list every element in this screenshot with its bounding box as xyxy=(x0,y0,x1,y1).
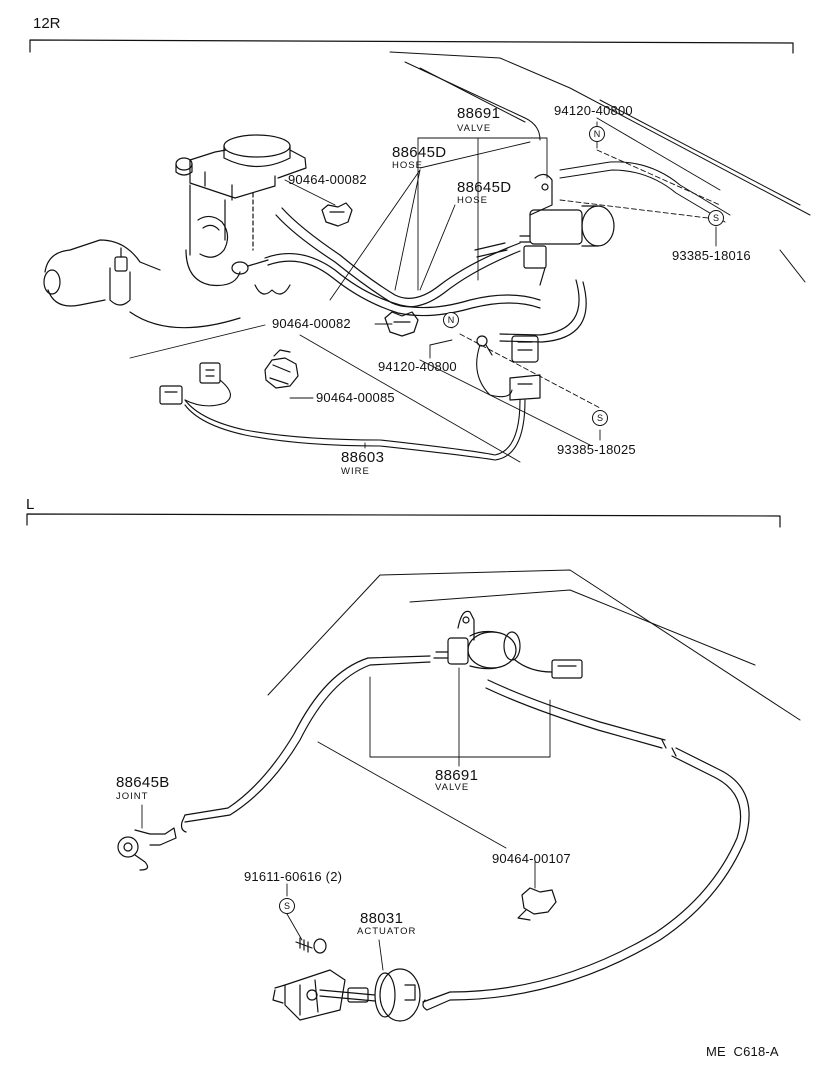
diagram-code: ME C618-A xyxy=(706,1044,779,1059)
screw-mid-number: 93385-18025 xyxy=(557,442,636,457)
leader-lines-bottom xyxy=(142,668,550,970)
actuator-number: 88031 xyxy=(360,910,404,927)
vacuum-hoses-top xyxy=(265,208,586,342)
screw-mid-s-symbol: S xyxy=(592,410,608,426)
clamp-b-number: 90464-00082 xyxy=(272,316,351,331)
section-label-l: L xyxy=(26,496,35,513)
clamp-bottom xyxy=(518,888,556,920)
wire-number: 88603 xyxy=(341,449,385,466)
section-bracket-l xyxy=(27,514,780,527)
valve-bottom-name: VALVE xyxy=(435,782,470,793)
bolt-top-number: 94120-40800 xyxy=(554,103,633,118)
body-panel-bottom xyxy=(268,570,800,720)
clamp-top-a xyxy=(322,203,352,226)
joint-part xyxy=(118,828,176,870)
joint-number: 88645B xyxy=(116,774,170,791)
valve-top-name: VALVE xyxy=(457,123,492,134)
screw-bottom-s-symbol: S xyxy=(279,898,295,914)
section-label-12r: 12R xyxy=(33,15,61,32)
vacuum-hose-bottom xyxy=(182,656,750,1010)
clamp-c-number: 90464-00085 xyxy=(316,390,395,405)
actuator-assembly xyxy=(273,938,420,1021)
hose1-number: 88645D xyxy=(392,144,447,161)
leader-lines-top xyxy=(130,118,720,462)
connector-top-right xyxy=(510,336,540,400)
bolt-mid-number: 94120-40800 xyxy=(378,359,457,374)
clamp-top-c xyxy=(265,350,298,388)
air-cleaner-assembly xyxy=(176,135,306,294)
bolt-mid-n-symbol: N xyxy=(443,312,459,328)
screw-bottom-number: 91611-60616 (2) xyxy=(244,869,343,884)
hose2-name: HOSE xyxy=(457,195,488,206)
connector-top-left xyxy=(160,363,220,404)
clamp-top-b xyxy=(385,312,418,336)
section-bracket-12r xyxy=(30,40,793,53)
wire-harness xyxy=(185,345,525,460)
joint-name: JOINT xyxy=(116,791,149,802)
screw-top-number: 93385-18016 xyxy=(672,248,751,263)
actuator-name: ACTUATOR xyxy=(357,926,417,937)
intake-elbow xyxy=(44,240,240,328)
clamp-a-number: 90464-00082 xyxy=(288,172,367,187)
valve-bottom-number: 88691 xyxy=(435,767,479,784)
bolt-top-n-symbol: N xyxy=(589,126,605,142)
vsv-valve-bottom xyxy=(434,611,582,678)
hose2-number: 88645D xyxy=(457,179,512,196)
screw-top-s-symbol: S xyxy=(708,210,724,226)
valve-top-number: 88691 xyxy=(457,105,501,122)
clamp-bottom-number: 90464-00107 xyxy=(492,851,571,866)
hose1-name: HOSE xyxy=(392,160,423,171)
vsv-valve-top xyxy=(520,174,614,285)
eyelet-terminal xyxy=(477,336,492,355)
wire-name: WIRE xyxy=(341,466,370,477)
body-panel-top xyxy=(390,52,810,282)
